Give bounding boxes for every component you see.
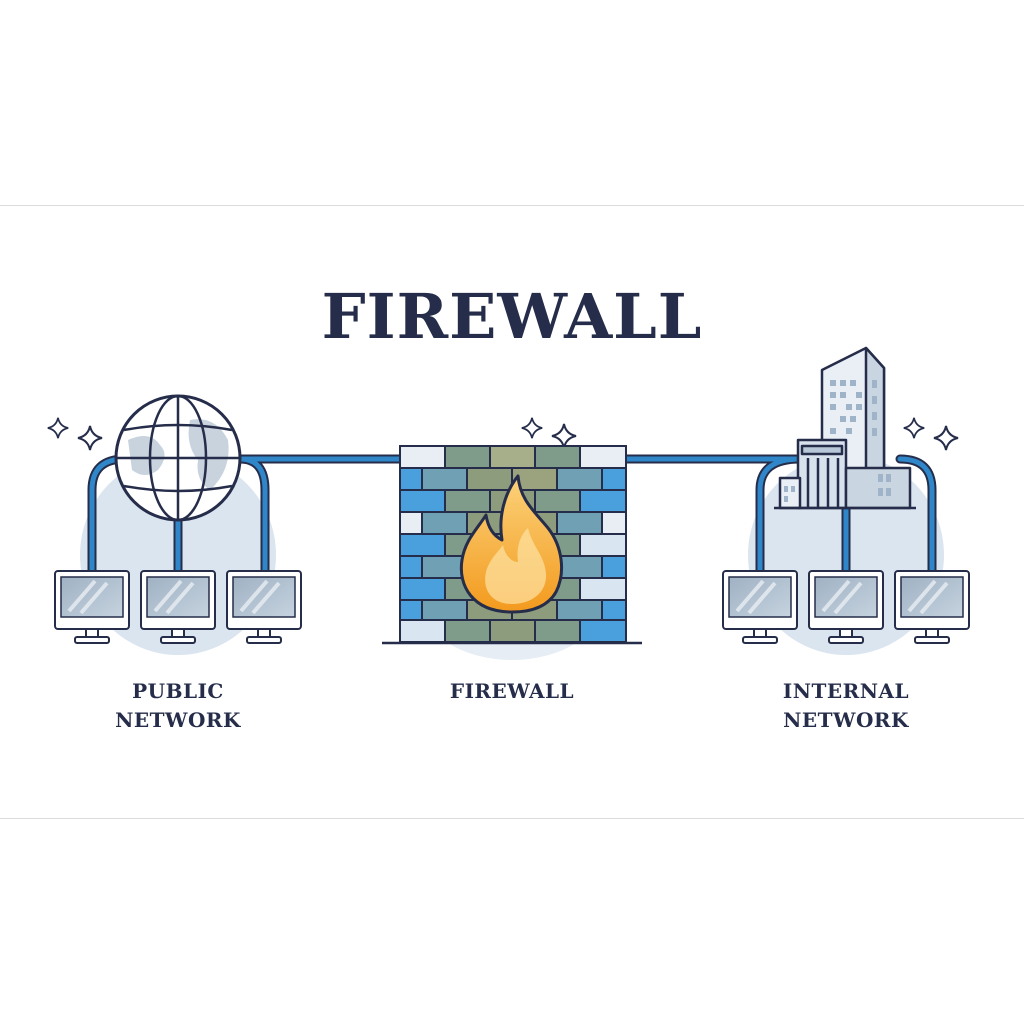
network-cables (87, 454, 937, 577)
firewall-label: FIREWALL (392, 677, 632, 706)
public-network-label-line2: NETWORK (115, 708, 241, 732)
public-network-computers (53, 569, 303, 645)
sparkle-icon (46, 416, 70, 440)
office-building-icon (774, 346, 916, 510)
flame-icon (459, 474, 563, 614)
firewall-label-text: FIREWALL (449, 679, 575, 703)
sparkle-icon (902, 416, 926, 440)
globe-icon (114, 394, 242, 522)
page-title: FIREWALL (321, 280, 703, 353)
internal-network-computers (721, 569, 971, 645)
public-network-label: PUBLIC NETWORK (58, 677, 298, 735)
internal-network-label: INTERNAL NETWORK (726, 677, 966, 735)
public-network-label-line1: PUBLIC (132, 679, 224, 703)
internal-network-label-line1: INTERNAL (782, 679, 910, 703)
sparkle-icon (520, 416, 544, 440)
sparkle-icon (551, 423, 577, 449)
sparkle-icon (77, 425, 103, 451)
internal-network-label-line2: NETWORK (783, 708, 909, 732)
sparkle-icon (933, 425, 959, 451)
